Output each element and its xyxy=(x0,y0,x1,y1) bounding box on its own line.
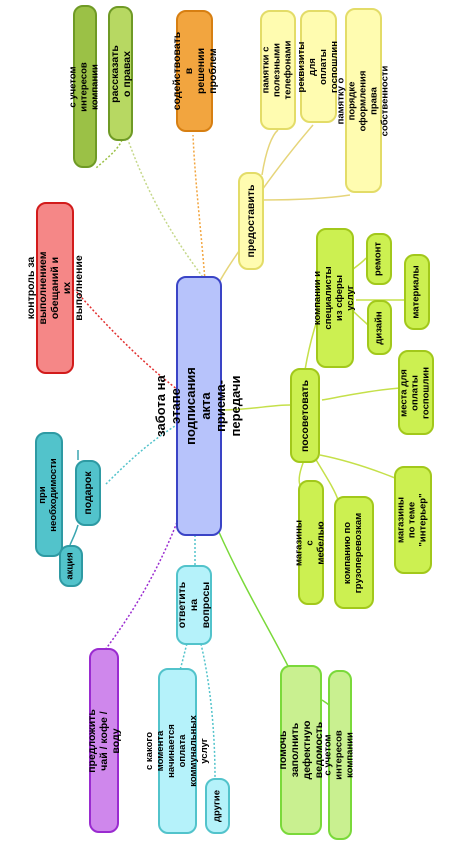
connector-line xyxy=(321,387,401,401)
connector-line xyxy=(179,639,189,671)
connector-line xyxy=(261,129,279,176)
connector-line xyxy=(104,419,186,486)
node-kontrol[interactable]: контроль за выполнением обещаний и их вы… xyxy=(25,202,85,374)
node-predostavit-text: предоставить xyxy=(244,184,257,258)
node-s-uchetom-top-text: с учетом интересов компании xyxy=(67,61,101,112)
node-interier-text: магазины по теме "интерьер" xyxy=(395,493,429,547)
node-otvetit[interactable]: ответить на вопросы xyxy=(176,565,212,645)
node-magaziny-mebel[interactable]: магазины с мебелью xyxy=(294,480,326,605)
node-rasskazat-text: рассказать о правах xyxy=(108,44,133,103)
node-dizain-text: дизайн xyxy=(373,310,385,345)
node-mesta[interactable]: места для оплаты госпошлин xyxy=(398,350,434,435)
connector-line xyxy=(127,139,206,281)
node-predlozhit[interactable]: предложить чай / кофе /воду xyxy=(85,648,123,833)
node-s-kakogo-text: с какого момента начинается оплата комму… xyxy=(143,715,210,787)
node-interier[interactable]: магазины по теме "интерьер" xyxy=(394,466,432,574)
node-kompanii[interactable]: компании и специалисты из сферы услуг xyxy=(312,228,356,368)
node-drugie[interactable]: другие xyxy=(205,778,230,834)
center-topic-text: забота на этапе подписания акта приема-п… xyxy=(153,367,243,445)
node-predlozhit-text: предложить чай / кофе /воду xyxy=(85,708,123,773)
node-sodeystvovat-text: содействовать в решении проблем xyxy=(170,31,219,111)
node-podarok[interactable]: подарок xyxy=(75,460,101,526)
node-pomoch-text: помочь заполнить дефектную ведомость xyxy=(276,720,326,780)
node-pamyatki-text: памятки с полезными телефонами xyxy=(260,40,294,100)
node-pomoch[interactable]: помочь заполнить дефектную ведомость xyxy=(276,665,326,835)
node-rekvizity[interactable]: реквизиты для оплаты госпошлин xyxy=(296,10,339,123)
node-s-uchetom-top[interactable]: с учетом интересов компании xyxy=(68,5,100,168)
node-posovetovat-text: посоветовать xyxy=(298,379,311,452)
node-rekvizity-text: реквизиты для оплаты госпошлин xyxy=(295,40,340,93)
connector-line xyxy=(217,529,291,671)
connector-line xyxy=(261,194,351,201)
connector-line xyxy=(192,134,206,281)
node-rasskazat[interactable]: рассказать о правах xyxy=(108,6,133,141)
node-pamyatki[interactable]: памятки с полезными телефонами xyxy=(260,10,296,130)
node-drugie-text: другие xyxy=(211,789,223,823)
node-s-uchetom-bottom[interactable]: с учетом интересов компании xyxy=(323,670,355,840)
node-remont-text: ремонт xyxy=(372,241,384,277)
node-posovetovat[interactable]: посоветовать xyxy=(290,368,320,463)
connector-line xyxy=(74,289,186,396)
node-sodeystvovat[interactable]: содействовать в решении проблем xyxy=(170,10,219,132)
connector-line xyxy=(221,404,291,411)
node-gruzoperevozki[interactable]: компанию по грузоперевозкам xyxy=(334,496,374,609)
node-s-uchetom-bottom-text: с учетом интересов компании xyxy=(322,730,356,780)
node-akciya[interactable]: акция xyxy=(59,545,83,587)
node-s-kakogo[interactable]: с какого момента начинается оплата комму… xyxy=(144,668,209,834)
connector-line xyxy=(95,139,123,169)
node-materialy[interactable]: материалы xyxy=(404,254,430,330)
node-dizain[interactable]: дизайн xyxy=(367,300,392,355)
node-pri-neobh[interactable]: при необходимости xyxy=(35,432,63,557)
connector-line xyxy=(319,454,396,479)
node-gruzoperevozki-text: компанию по грузоперевозкам xyxy=(342,512,364,593)
node-mesta-text: места для оплаты госпошлин xyxy=(398,366,432,419)
node-pamyatku-text: памятку о порядке оформления права собст… xyxy=(335,65,390,136)
node-predostavit[interactable]: предоставить xyxy=(238,172,264,270)
node-akciya-text: акция xyxy=(64,552,76,580)
node-remont[interactable]: ремонт xyxy=(366,233,392,285)
node-otvetit-text: ответить на вопросы xyxy=(175,581,213,629)
center-topic-node[interactable]: забота на этапе подписания акта приема-п… xyxy=(153,276,243,536)
node-kompanii-text: компании и специалисты из сферы услуг xyxy=(312,266,356,330)
connector-line xyxy=(104,499,186,651)
node-materialy-text: материалы xyxy=(410,265,422,319)
node-pamyatku[interactable]: памятку о порядке оформления права собст… xyxy=(335,8,390,193)
node-pri-neobh-text: при необходимости xyxy=(37,457,59,532)
node-kontrol-text: контроль за выполнением обещаний и их вы… xyxy=(24,251,86,325)
connector-line xyxy=(261,124,314,191)
connector-line xyxy=(69,524,79,546)
node-magaziny-mebel-text: магазины с мебелью xyxy=(293,519,327,566)
node-podarok-text: подарок xyxy=(81,471,94,515)
